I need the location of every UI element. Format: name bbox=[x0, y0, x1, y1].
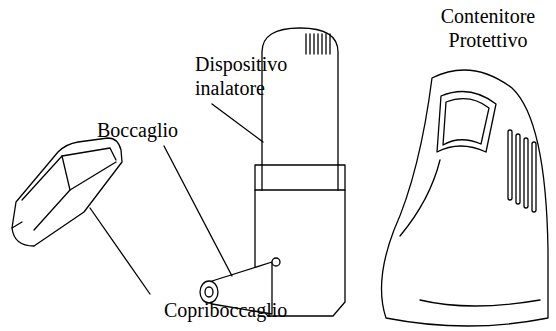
ridge-stroke bbox=[325, 34, 326, 54]
ridge-stroke bbox=[309, 34, 310, 54]
ridge-stroke bbox=[313, 34, 314, 54]
ridge-stroke bbox=[305, 34, 306, 54]
vent-slots bbox=[508, 130, 536, 212]
leader-lines bbox=[90, 104, 263, 294]
ridge-stroke bbox=[317, 34, 318, 54]
part-label: Boccaglio bbox=[97, 118, 178, 142]
vent-slot bbox=[508, 130, 512, 200]
vent-slot bbox=[532, 142, 536, 212]
ridge-stroke bbox=[321, 34, 322, 54]
vent-slot bbox=[524, 138, 528, 208]
vent-slot bbox=[516, 134, 520, 204]
part-label: Contenitore Protettivo bbox=[423, 4, 553, 52]
protective-case bbox=[382, 70, 549, 326]
part-label: Dispositivo inalatore bbox=[195, 52, 303, 100]
part-label: Copriboccaglio bbox=[164, 298, 287, 322]
grip-ridges bbox=[306, 34, 330, 54]
ridge-stroke bbox=[329, 34, 330, 54]
